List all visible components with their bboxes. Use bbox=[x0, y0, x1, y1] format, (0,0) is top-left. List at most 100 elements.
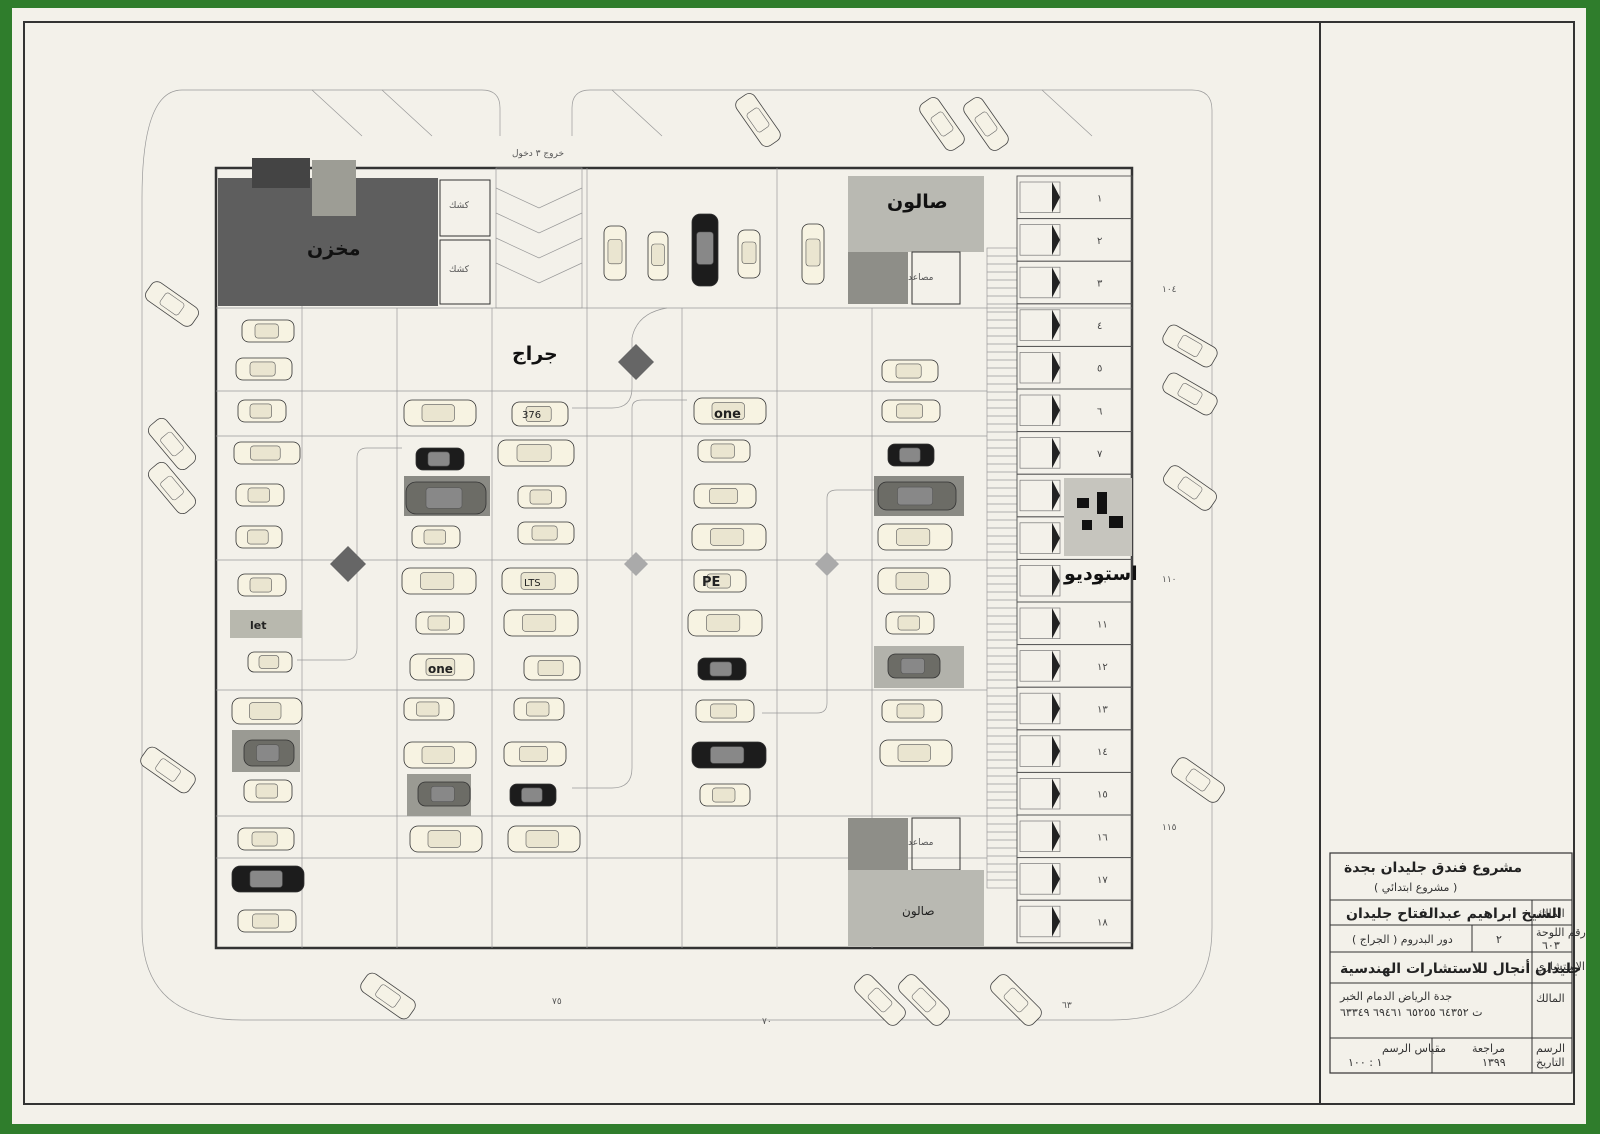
room-bath bbox=[1019, 863, 1061, 895]
car bbox=[887, 653, 941, 679]
outside-car bbox=[735, 93, 781, 147]
room bbox=[1016, 729, 1133, 773]
date-label: التاريخ bbox=[1536, 1056, 1565, 1069]
car bbox=[877, 523, 953, 551]
car bbox=[693, 397, 767, 425]
door-swing bbox=[1052, 224, 1060, 256]
room-number: ١٠ bbox=[1097, 577, 1108, 588]
car-plate: one bbox=[428, 662, 453, 676]
phone-numbers: ت ٦٤٣٥٢ ٦٥٢٥٥ ٦٩٤٦١ ٦٣٣٤٩ bbox=[1340, 1006, 1483, 1019]
door-swing bbox=[1052, 735, 1060, 767]
elevator-stair-top bbox=[848, 252, 908, 304]
outside-car bbox=[360, 972, 416, 1020]
car bbox=[235, 357, 293, 381]
outside-car bbox=[148, 461, 196, 515]
drawing-name: دور البدروم ( الجراج ) bbox=[1352, 933, 1453, 946]
car bbox=[697, 439, 751, 463]
car-plate: let bbox=[250, 619, 267, 632]
dimension-label: ٧٥ bbox=[552, 997, 562, 1007]
car bbox=[699, 783, 751, 807]
car bbox=[691, 523, 767, 551]
car bbox=[237, 573, 287, 597]
door-swing bbox=[1052, 480, 1060, 511]
door-swing bbox=[1052, 522, 1060, 554]
car bbox=[231, 697, 303, 725]
room bbox=[1016, 345, 1133, 390]
storage-label: مخزن bbox=[307, 238, 361, 260]
car bbox=[403, 741, 477, 769]
outside-car bbox=[1171, 757, 1225, 803]
entrance-label: خروج ٣ دخول bbox=[512, 149, 564, 159]
room bbox=[1016, 686, 1133, 731]
drawing-sheet: مخزن كشك كشك خروج ٣ دخول صالون مصاعد صال… bbox=[12, 8, 1586, 1124]
room-number: ٧ bbox=[1097, 449, 1103, 460]
room-bath bbox=[1019, 650, 1061, 682]
car bbox=[237, 827, 295, 851]
car bbox=[509, 783, 557, 807]
room-number: ١٧ bbox=[1097, 875, 1108, 886]
car bbox=[415, 611, 465, 635]
door-swing bbox=[1052, 352, 1060, 383]
door-swing bbox=[1052, 565, 1060, 596]
outside-car bbox=[145, 281, 199, 327]
elevator-stair-bottom bbox=[848, 818, 908, 870]
car bbox=[503, 741, 567, 767]
outside-cars bbox=[140, 93, 1225, 1026]
site-outline bbox=[141, 89, 1213, 1021]
car bbox=[647, 231, 669, 281]
door-swing bbox=[1052, 267, 1060, 298]
car bbox=[235, 483, 285, 507]
door-swing bbox=[1052, 650, 1060, 682]
car bbox=[403, 399, 477, 427]
dimension-label: ١١٥ bbox=[1162, 823, 1177, 833]
car bbox=[881, 699, 943, 723]
car-plate: one bbox=[714, 407, 741, 422]
car bbox=[603, 225, 627, 281]
room bbox=[1016, 601, 1133, 646]
car bbox=[401, 567, 477, 595]
car bbox=[511, 401, 569, 427]
outside-car bbox=[963, 97, 1009, 151]
car bbox=[879, 739, 953, 767]
room bbox=[1016, 431, 1133, 475]
car bbox=[409, 653, 475, 681]
car bbox=[801, 223, 825, 285]
car-plate: PE bbox=[702, 575, 720, 590]
car bbox=[247, 651, 293, 673]
door-swing bbox=[1052, 693, 1060, 724]
outside-car bbox=[854, 974, 906, 1026]
room bbox=[1016, 175, 1133, 220]
drawing-no-label: رقم اللوحة bbox=[1536, 926, 1586, 939]
drawing-no: ٢ bbox=[1496, 933, 1502, 946]
dimension-label: ٦٣ bbox=[1062, 1001, 1072, 1011]
car bbox=[881, 399, 941, 423]
title-project: مشروع فندق جليدان بجدة bbox=[1344, 860, 1522, 876]
title-block: مشروع فندق جليدان بجدة ( مشروع ابتدائي )… bbox=[1329, 852, 1586, 1074]
room-number: ٢ bbox=[1097, 236, 1102, 247]
dimension-label: ١١٠ bbox=[1162, 575, 1177, 585]
bay-highlight bbox=[230, 610, 302, 638]
car bbox=[235, 525, 283, 549]
car bbox=[241, 319, 295, 343]
salon-top-block bbox=[848, 176, 984, 252]
room-number: ٥ bbox=[1097, 364, 1102, 375]
drawn-label: الرسم bbox=[1536, 1042, 1565, 1055]
room bbox=[1016, 899, 1133, 944]
car bbox=[691, 213, 719, 287]
room bbox=[1016, 218, 1133, 262]
outside-car bbox=[898, 974, 950, 1026]
door-swing bbox=[1052, 821, 1060, 852]
door-swing bbox=[1052, 182, 1060, 213]
owner-name: الشيخ ابراهيم عبدالفتاح جليدان bbox=[1346, 906, 1562, 922]
car bbox=[523, 655, 581, 681]
car bbox=[693, 483, 757, 509]
room bbox=[1016, 260, 1133, 305]
car bbox=[887, 443, 935, 467]
door-swing bbox=[1052, 863, 1060, 895]
scale-label: مقياس الرسم bbox=[1382, 1042, 1446, 1055]
room-number: ١ bbox=[1097, 193, 1102, 204]
door-swing bbox=[1052, 608, 1060, 639]
salon-bottom-label: صالون bbox=[902, 904, 935, 919]
room bbox=[1016, 644, 1133, 688]
room bbox=[1016, 814, 1133, 859]
